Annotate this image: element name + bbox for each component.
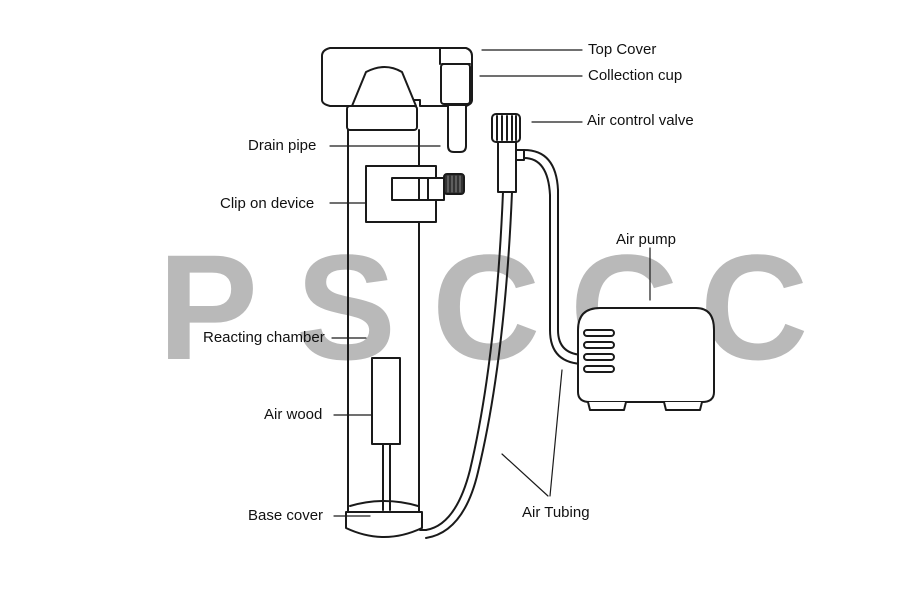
watermark-letter-p: P [158,223,259,391]
air-control-valve [491,113,525,193]
leader-lines [329,49,651,517]
reacting-chamber-tube [347,129,420,529]
leader-air-tubing-2 [549,369,563,497]
watermark-letter-c1: C [432,223,541,391]
chamber-collar [346,105,418,131]
label-top-cover: Top Cover [588,41,657,58]
label-air-pump: Air pump [616,231,677,248]
clip-on-device [365,165,465,223]
label-collection-cup: Collection cup [588,67,683,84]
label-air-control-valve: Air control valve [587,112,694,129]
watermark-letter-c3: C [700,223,809,391]
air-tubing-lower [419,191,513,539]
label-drain-pipe: Drain pipe [248,137,317,154]
air-pump [577,307,715,411]
label-air-tubing: Air Tubing [522,504,590,521]
base-cover [345,500,423,538]
label-base-cover: Base cover [248,507,324,524]
leader-air-tubing-1 [501,453,549,497]
label-reacting-chamber: Reacting chamber [203,329,325,346]
air-tubing-upper [523,149,586,365]
label-air-wood: Air wood [264,406,323,423]
air-wood [371,357,401,511]
collection-cup [351,66,417,107]
drain-pipe-nozzle [447,105,467,153]
label-clip-on-device: Clip on device [220,195,315,212]
